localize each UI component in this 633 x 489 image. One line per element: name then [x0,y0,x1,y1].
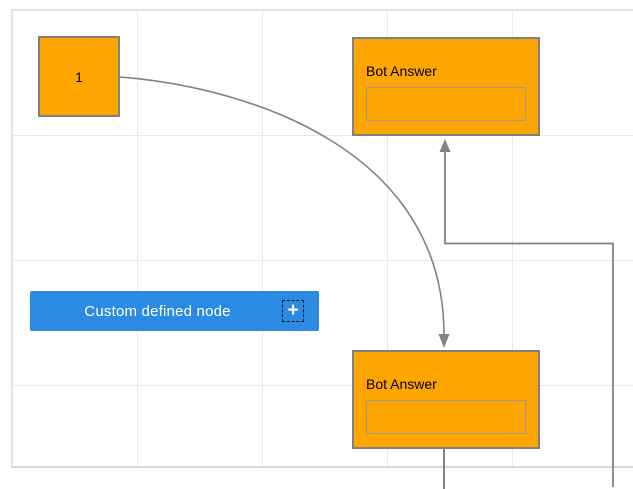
add-icon[interactable]: + [282,300,304,322]
bot-answer-node-bottom[interactable]: Bot Answer [352,350,540,449]
start-node-label: 1 [75,68,83,85]
bot-answer-node-top[interactable]: Bot Answer [352,37,540,136]
custom-node-button-label: Custom defined node [84,302,231,320]
answer-field[interactable] [366,400,526,434]
custom-node-button[interactable]: Custom defined node + [30,291,319,331]
start-node[interactable]: 1 [38,36,120,117]
node-title: Bot Answer [366,63,437,79]
node-title: Bot Answer [366,376,437,392]
answer-field[interactable] [366,87,526,121]
